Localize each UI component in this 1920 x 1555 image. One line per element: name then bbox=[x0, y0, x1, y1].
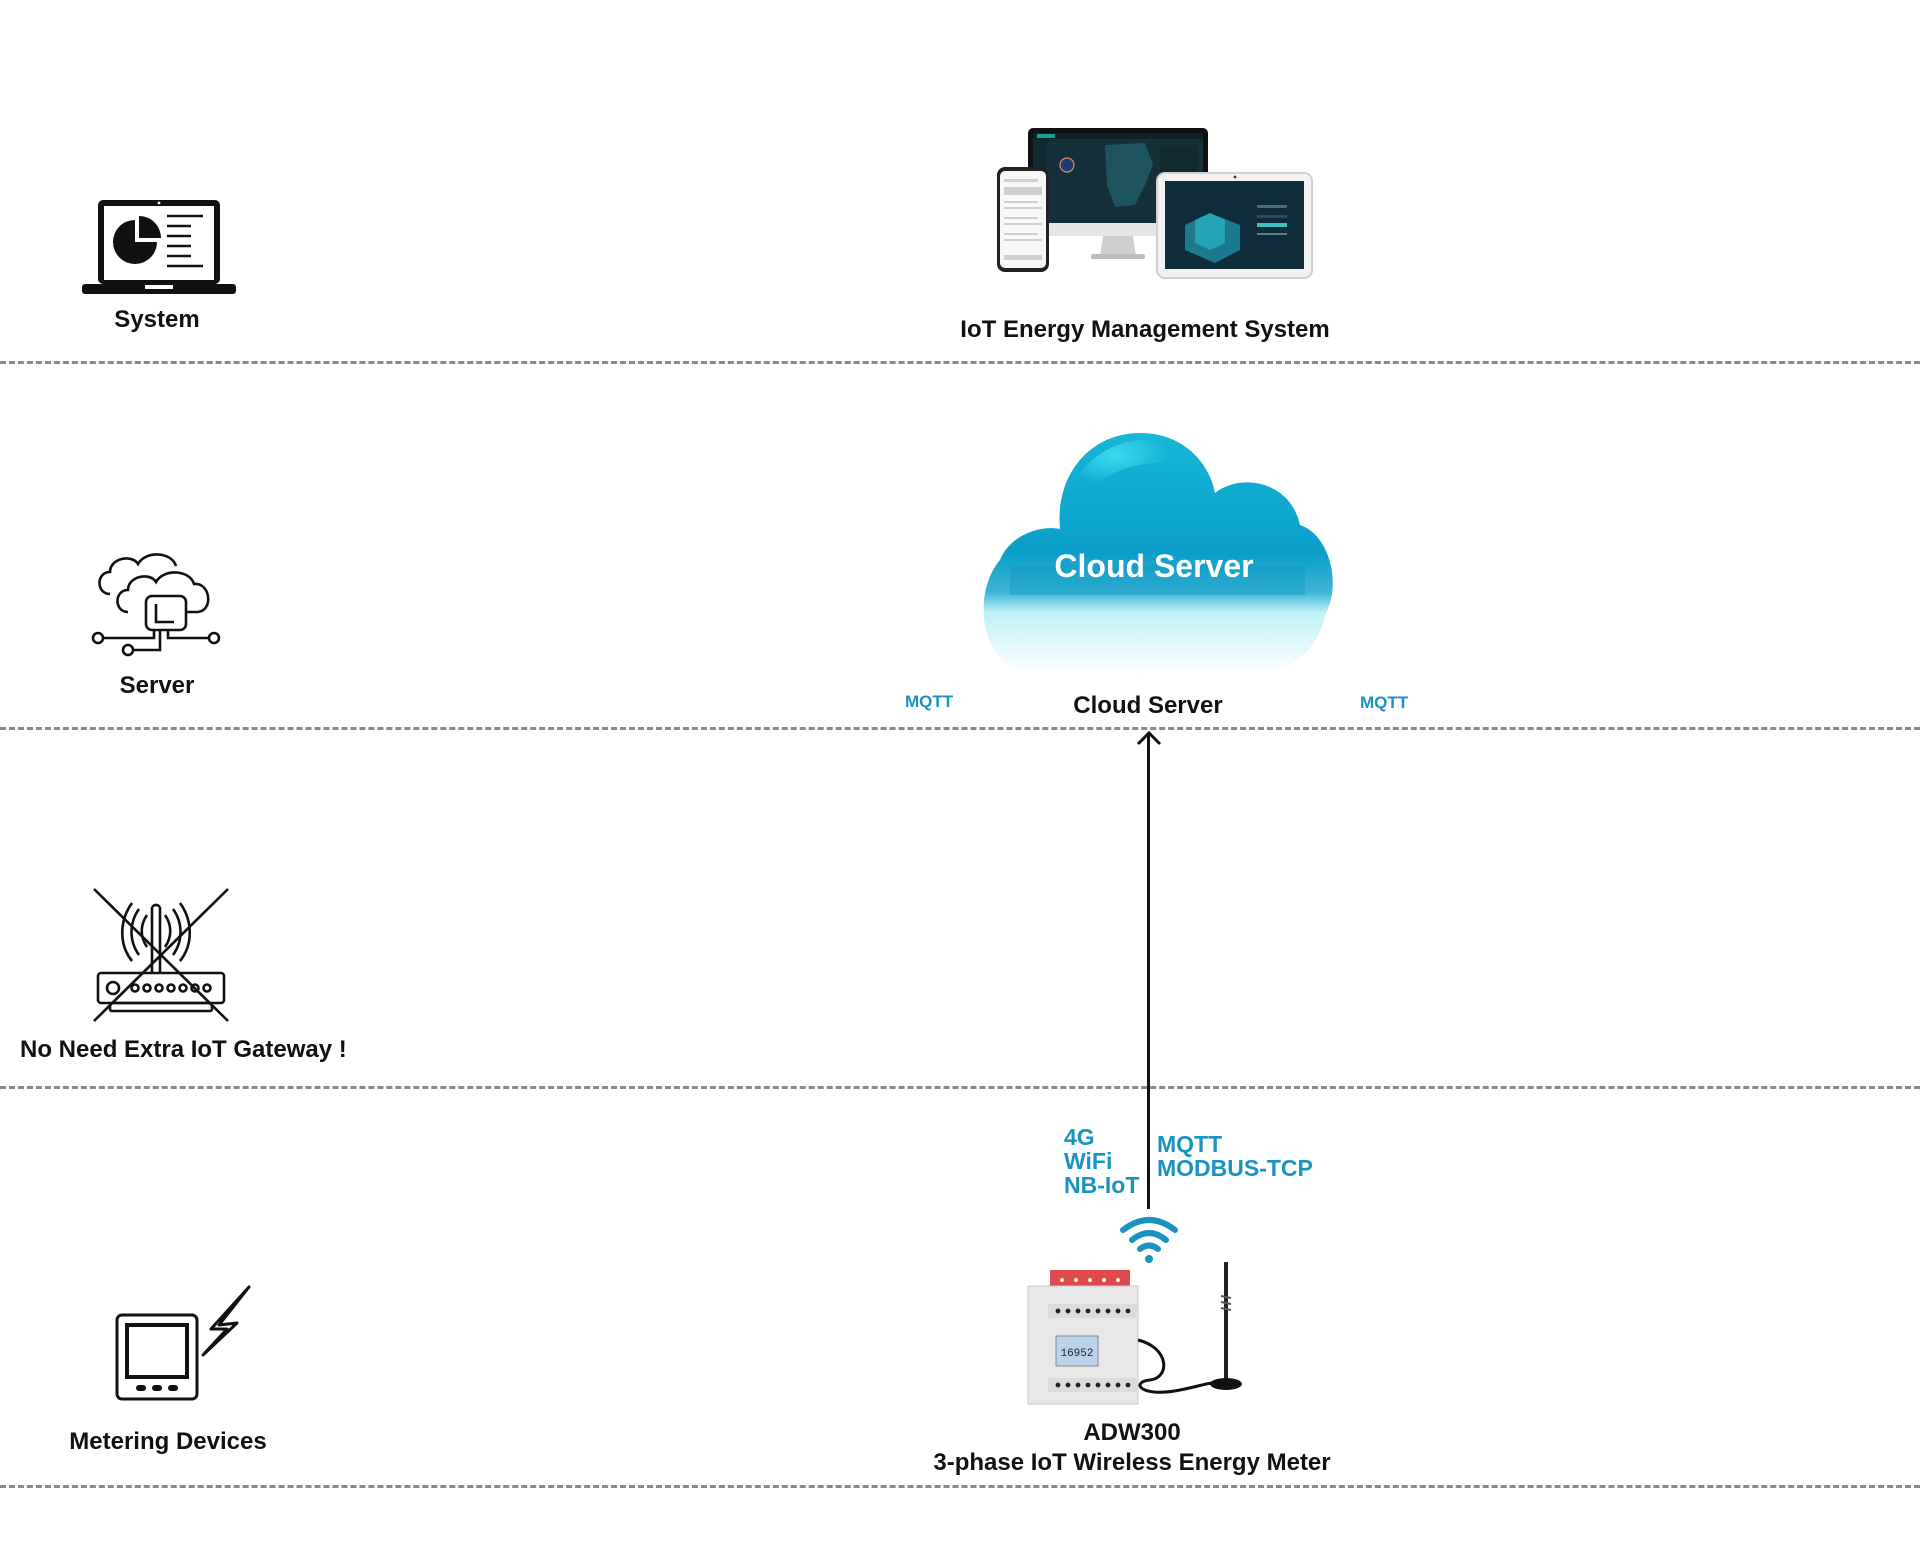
adw300-meter-image: 16952 bbox=[1020, 1258, 1260, 1408]
layer-label-gateway: No Need Extra IoT Gateway ! bbox=[20, 1036, 347, 1063]
cloud-server-title: Cloud Server bbox=[1054, 548, 1254, 584]
uplink-arrow-line bbox=[1147, 733, 1150, 1209]
meter-lightning-icon bbox=[115, 1285, 255, 1415]
protocol-modbus: MODBUS-TCP bbox=[1157, 1155, 1313, 1181]
laptop-chart-icon bbox=[80, 198, 240, 298]
connectivity-wifi: WiFi bbox=[1064, 1148, 1113, 1174]
protocol-label-right: MQTT bbox=[1360, 693, 1409, 712]
layer-label-system: System bbox=[114, 306, 200, 333]
layer-divider bbox=[0, 1086, 1920, 1089]
devices-dashboard-image bbox=[995, 125, 1325, 285]
connectivity-list: 4G WiFi NB-IoT bbox=[1064, 1125, 1139, 1197]
protocol-list: MQTT MODBUS-TCP bbox=[1157, 1132, 1313, 1180]
cloud-server-icon bbox=[88, 550, 223, 665]
wifi-icon bbox=[1118, 1214, 1180, 1266]
crossed-router-icon bbox=[92, 885, 232, 1025]
connectivity-4g: 4G bbox=[1064, 1124, 1095, 1150]
layer-label-server: Server bbox=[119, 672, 195, 699]
layer-divider bbox=[0, 361, 1920, 364]
connectivity-nbiot: NB-IoT bbox=[1064, 1172, 1140, 1198]
device-model: ADW300 bbox=[1083, 1419, 1181, 1446]
protocol-mqtt: MQTT bbox=[1157, 1131, 1223, 1157]
device-description: 3-phase IoT Wireless Energy Meter bbox=[933, 1449, 1331, 1476]
meter-display-value: 16952 bbox=[1060, 1348, 1093, 1360]
layer-divider bbox=[0, 727, 1920, 730]
layer-divider bbox=[0, 1485, 1920, 1488]
arrow-head-icon bbox=[1136, 730, 1162, 746]
layer-label-metering: Metering Devices bbox=[69, 1428, 267, 1455]
cloud-server-caption: Cloud Server bbox=[1073, 692, 1223, 719]
protocol-label-left: MQTT bbox=[905, 692, 954, 711]
system-caption: IoT Energy Management System bbox=[960, 316, 1330, 343]
cloud-graphic bbox=[970, 425, 1340, 705]
